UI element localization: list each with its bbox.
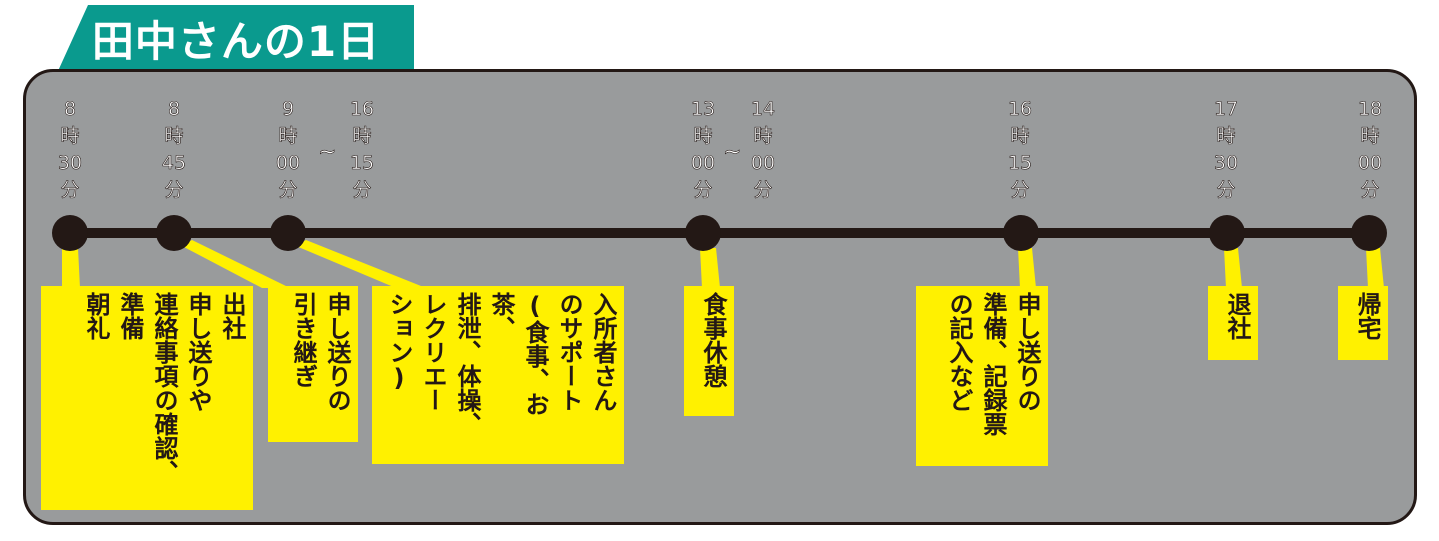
- timeline-dot-0830: [52, 215, 88, 251]
- range-tilde-1: ~: [318, 140, 337, 166]
- time-label-1800: 18 時 00 分: [1357, 98, 1383, 202]
- timeline-dot-0900: [270, 215, 306, 251]
- callout-pointer-0: [62, 248, 80, 288]
- callout-pointer-4: [1018, 248, 1036, 288]
- note-leave-work: 退社: [1208, 286, 1258, 360]
- time-label-0900: 9 時 00 分: [275, 98, 301, 202]
- callout-pointer-6: [1366, 248, 1384, 288]
- time-label-0830: 8 時 30 分: [57, 98, 83, 202]
- note-resident-support: 入所者さん のサポート (食事、お茶、 排泄、体操、 レクリエー ション): [372, 286, 624, 464]
- timeline-dot-1615: [1003, 215, 1039, 251]
- note-handover: 申し送りの 引き継ぎ: [268, 286, 358, 442]
- timeline-dot-0845: [156, 215, 192, 251]
- callout-pointer-2: [296, 240, 426, 288]
- note-go-home: 帰宅: [1338, 286, 1388, 360]
- time-label-1400: 14 時 00 分: [750, 98, 776, 202]
- timeline-dot-1800: [1351, 215, 1387, 251]
- time-label-1615: 16 時 15 分: [1007, 98, 1033, 202]
- note-handover-prep: 申し送りの 準備、記録票 の記入など: [916, 286, 1048, 466]
- callout-pointer-1: [182, 240, 290, 288]
- callout-pointer-5: [1224, 248, 1242, 288]
- time-label-1615-end: 16 時 15 分: [349, 98, 375, 202]
- time-label-0845: 8 時 45 分: [161, 98, 187, 202]
- page-title: 田中さんの1日: [58, 5, 414, 71]
- range-tilde-2: ~: [723, 140, 742, 166]
- time-label-1730: 17 時 30 分: [1213, 98, 1239, 202]
- timeline-dot-1300: [685, 215, 721, 251]
- timeline-dot-1730: [1209, 215, 1245, 251]
- callout-pointer-3: [700, 248, 720, 288]
- note-arrival: 出社 申し送りや 連絡事項の確認、 準備 朝礼: [41, 286, 253, 510]
- note-meal-break: 食事休憩: [684, 286, 734, 416]
- time-label-1300: 13 時 00 分: [690, 98, 716, 202]
